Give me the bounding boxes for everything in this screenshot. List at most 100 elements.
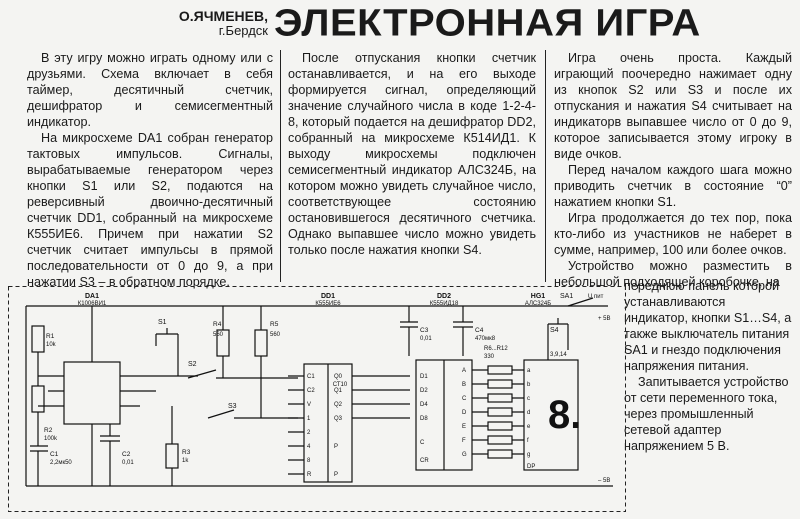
pin-label: f: [527, 438, 529, 444]
label-s3: S3: [228, 403, 237, 410]
label-dd1-part: К555ИЕ6: [315, 301, 341, 307]
label-hg1-part: АЛС324Б: [525, 301, 551, 307]
paragraph: После отпускания кнопки счетчик останавл…: [288, 51, 536, 257]
value-c4: 470мк8: [475, 336, 496, 342]
resistor-r11: [487, 435, 513, 445]
label-s2: S2: [188, 361, 197, 368]
resistor-r9: [487, 407, 513, 417]
label-c1: C1: [50, 451, 59, 458]
switch-s2: [187, 369, 298, 379]
label-r5: R5: [270, 321, 279, 328]
text-column-3: Игра очень проста. Каждый играющий пооче…: [554, 50, 792, 290]
text-column-2: После отпускания кнопки счетчик останавл…: [288, 50, 536, 258]
pin-label: G: [462, 452, 467, 458]
seven-segment-digit: 8.: [548, 393, 581, 437]
pin-label: P: [334, 472, 338, 478]
label-s4: S4: [550, 327, 559, 334]
chip-da1: [63, 361, 121, 425]
label-r4: R4: [213, 321, 222, 328]
article-title: ЭЛЕКТРОННАЯ ИГРА: [274, 2, 701, 44]
value-r2: 100k: [44, 436, 58, 442]
pin-label: CR: [420, 458, 429, 464]
label-minus5: – 5В: [598, 478, 610, 484]
label-plus5: + 5В: [598, 316, 611, 322]
paragraph: Перед началом каждого шага можно приводи…: [554, 163, 792, 209]
label-c4: C4: [475, 327, 484, 334]
pin-label: D: [462, 410, 467, 416]
pin-label: F: [462, 438, 466, 444]
value-r3: 1k: [182, 458, 189, 464]
resistor-r10: [487, 421, 513, 431]
value-r1: 10k: [46, 342, 57, 348]
pin-label: D2: [420, 388, 428, 394]
pin-label: P: [334, 444, 338, 450]
label-c3: C3: [420, 327, 429, 334]
label-c2: C2: [122, 451, 131, 458]
pin-label: D8: [420, 416, 428, 422]
label-dd1: DD1: [321, 293, 335, 300]
pin-label: Q1: [334, 388, 343, 394]
pin-label: C: [420, 440, 425, 446]
resistor-r6: [487, 365, 513, 375]
pin-label: DP: [527, 464, 535, 470]
schematic-frame: [8, 286, 626, 512]
pin-label: 8: [307, 458, 311, 464]
switch-s1: [155, 328, 179, 376]
paragraph: Устройство можно разместить в небольшой …: [554, 259, 792, 289]
pin-label: 2: [307, 430, 311, 436]
switch-s3: [207, 409, 298, 419]
value-c3: 0,01: [420, 336, 432, 342]
resistor-r3: [165, 443, 179, 469]
value-r5: 560: [270, 332, 281, 338]
switch-sa1: [567, 297, 594, 307]
switch-s4: [547, 318, 569, 360]
pin-label: e: [527, 424, 531, 430]
pin-label: b: [527, 382, 531, 388]
pin-label: A: [462, 368, 466, 374]
label-r6-r12: R6...R12: [484, 346, 508, 352]
text-column-1: В эту игру можно играть одному или с дру…: [27, 50, 273, 290]
capacitor-c2: [100, 424, 120, 486]
capacitor-c1: [30, 445, 48, 486]
label-dd2-part: К555ИД18: [430, 301, 459, 307]
pin-label: Q3: [334, 416, 343, 422]
resistor-r1: [31, 325, 45, 353]
label-dd1-func: СТ10: [333, 382, 348, 388]
author-city: г.Бердск: [218, 23, 268, 38]
schematic-diagram: DA1 К1006ВИ1 DD1 К555ИЕ6 СТ10 DD2 К555ИД…: [8, 286, 626, 512]
pin-label: Q0: [334, 374, 343, 380]
resistor-r2: [31, 385, 45, 413]
paragraph: В эту игру можно играть одному или с дру…: [27, 51, 273, 129]
circuit-schematic: DA1 К1006ВИ1 DD1 К555ИЕ6 СТ10 DD2 К555ИД…: [8, 286, 626, 512]
pin-label: E: [462, 424, 466, 430]
pin-label: R: [307, 472, 312, 478]
indicator-hg1: [523, 359, 579, 471]
pin-label: D4: [420, 402, 428, 408]
paragraph: Игра продолжается до тех пор, пока кто-л…: [554, 211, 792, 257]
text-column-4: переднюю панель которой устанавливаются …: [624, 278, 792, 454]
label-r1: R1: [46, 333, 55, 340]
value-c2: 0,01: [122, 460, 134, 466]
pin-label: 4: [307, 444, 311, 450]
pin-label: Q2: [334, 402, 343, 408]
paragraph: Запитывается устройство от сети переменн…: [624, 375, 789, 453]
paragraph: На микросхеме DA1 собран генератор такто…: [27, 131, 273, 289]
pin-label: C: [462, 396, 467, 402]
pin-label: a: [527, 368, 531, 374]
value-r6-r12: 330: [484, 354, 495, 360]
resistor-r12: [487, 449, 513, 459]
label-r2: R2: [44, 427, 53, 434]
value-c1: 2,2мк50: [50, 460, 72, 466]
label-r3: R3: [182, 449, 191, 456]
resistor-r7: [487, 379, 513, 389]
pin-label: c: [527, 396, 530, 402]
pin-label: D1: [420, 374, 428, 380]
label-hg1: HG1: [531, 293, 546, 300]
capacitor-c4: [453, 306, 473, 356]
paragraph: переднюю панель которой устанавливаются …: [624, 279, 792, 373]
pin-label: V: [307, 402, 311, 408]
paragraph: Игра очень проста. Каждый играющий пооче…: [554, 51, 792, 161]
column-divider: [280, 50, 281, 282]
label-sa1: SA1: [560, 293, 573, 300]
